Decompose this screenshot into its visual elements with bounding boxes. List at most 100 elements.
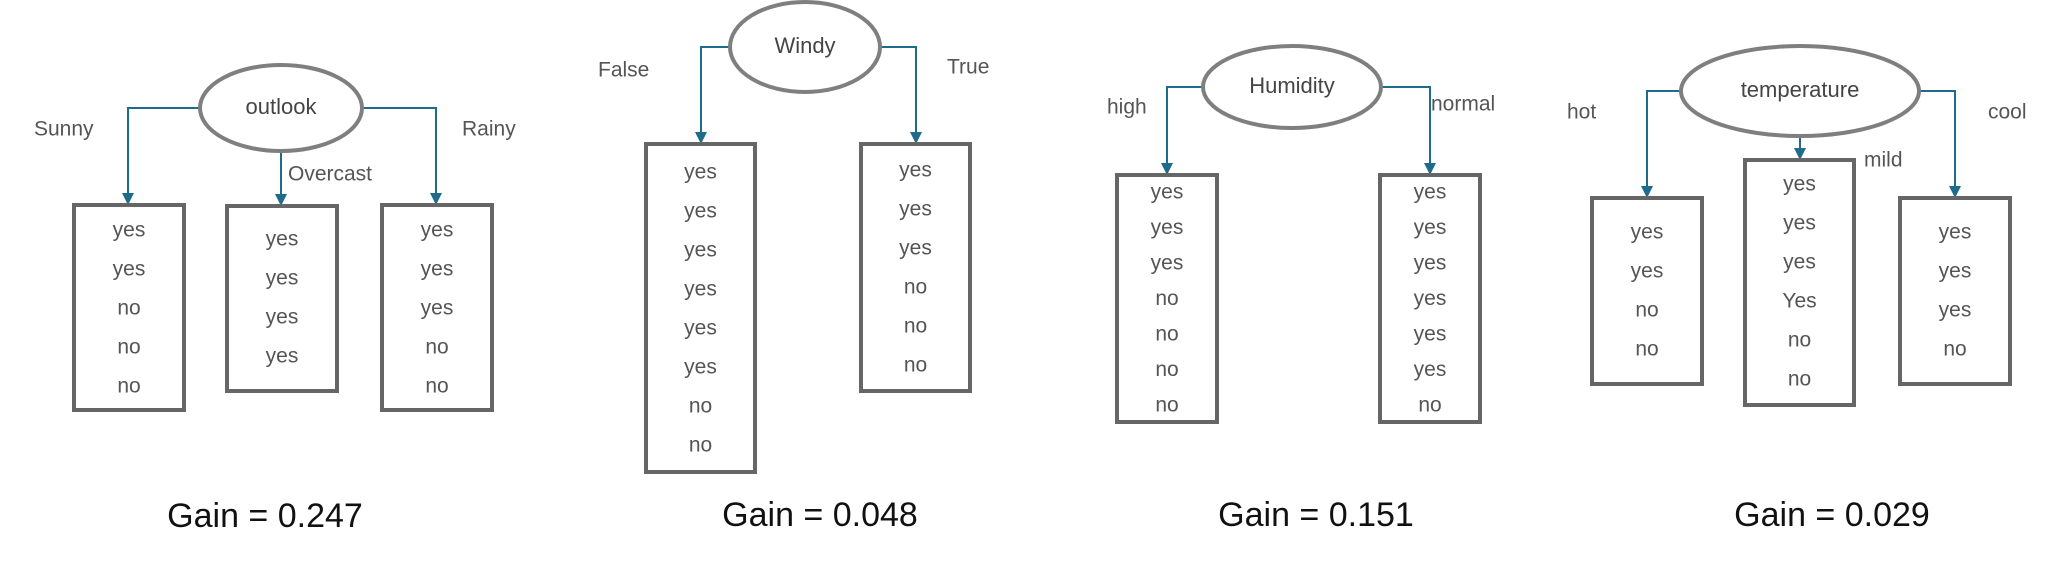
arrowhead-icon (1161, 163, 1173, 175)
leaf-value: yes (421, 258, 454, 281)
leaf-value: yes (684, 278, 717, 301)
branch-label: Overcast (288, 163, 372, 186)
leaf-value: no (1155, 358, 1178, 381)
root-node (1679, 44, 1921, 138)
root-node-label: temperature (1741, 77, 1860, 102)
arrowhead-icon (1949, 186, 1961, 198)
leaf-value: no (425, 375, 448, 398)
branch-label: cool (1988, 101, 2027, 124)
leaf-value: yes (266, 267, 299, 290)
gain-label: Gain = 0.247 (167, 497, 363, 535)
tree-humidity: Humidityhighyesyesyesnononononormalyesye… (1107, 44, 1495, 534)
branch-label: False (598, 59, 649, 82)
leaf-value: yes (684, 356, 717, 379)
branch-edge (362, 107, 437, 196)
leaf-value: yes (266, 345, 299, 368)
leaf-value: no (425, 336, 448, 359)
root-node (1201, 44, 1383, 130)
leaf-value: no (1155, 287, 1178, 310)
leaf-value: yes (1939, 299, 1972, 322)
leaf-value: no (1788, 329, 1811, 352)
branch-edge (1166, 86, 1203, 166)
leaf-value: yes (1939, 260, 1972, 283)
leaf-value: yes (1414, 181, 1447, 204)
leaf-value: yes (266, 306, 299, 329)
leaf-value: yes (1783, 251, 1816, 274)
arrowhead-icon (430, 193, 442, 205)
leaf-value: no (904, 315, 927, 338)
arrowhead-icon (910, 132, 922, 144)
leaf-value: no (904, 354, 927, 377)
leaf-box (72, 203, 186, 412)
leaf-value: no (1155, 394, 1178, 417)
leaf-value: yes (113, 219, 146, 242)
leaf-value: no (1635, 299, 1658, 322)
leaf-value: yes (1151, 216, 1184, 239)
leaf-box (644, 142, 757, 474)
leaf-box (1378, 173, 1482, 424)
root-node-label: outlook (246, 94, 318, 119)
branch-edge (1646, 90, 1681, 189)
gain-label: Gain = 0.048 (722, 496, 918, 534)
leaf-value: yes (1151, 252, 1184, 275)
leaf-value: yes (1414, 216, 1447, 239)
leaf-value: yes (1414, 287, 1447, 310)
leaf-value: yes (1783, 173, 1816, 196)
leaf-value: yes (1151, 181, 1184, 204)
leaf-value: no (1788, 368, 1811, 391)
arrowhead-icon (275, 194, 287, 206)
leaf-box (1115, 173, 1219, 424)
leaf-value: yes (684, 161, 717, 184)
leaf-box (1898, 196, 2012, 386)
leaf-value: yes (1783, 212, 1816, 235)
leaf-value: no (117, 297, 140, 320)
leaf-value: yes (266, 228, 299, 251)
leaf-value: no (904, 276, 927, 299)
arrowhead-icon (122, 193, 134, 205)
branch-edge (1381, 86, 1431, 166)
branch-edge (880, 46, 917, 135)
branch-edge (127, 107, 200, 196)
leaf-value: yes (684, 239, 717, 262)
leaf-box (1590, 196, 1704, 386)
leaf-value: yes (1631, 221, 1664, 244)
leaf-value: yes (1939, 221, 1972, 244)
leaf-value: yes (1414, 358, 1447, 381)
leaf-value: no (1155, 323, 1178, 346)
leaf-value: yes (899, 159, 932, 182)
root-node-label: Windy (774, 33, 835, 58)
arrowhead-icon (695, 132, 707, 144)
tree-windy: WindyFalseyesyesyesyesyesyesnonoTrueyesy… (598, 0, 989, 534)
branch-label: high (1107, 96, 1147, 119)
arrowhead-icon (1424, 163, 1436, 175)
branch-edge (700, 46, 730, 135)
leaf-value: no (1418, 394, 1441, 417)
branch-label: hot (1567, 101, 1596, 124)
branch-label: normal (1431, 93, 1495, 116)
leaf-box (1743, 158, 1856, 407)
leaf-value: yes (1414, 252, 1447, 275)
leaf-value: no (1943, 338, 1966, 361)
leaf-value: yes (899, 237, 932, 260)
arrowhead-icon (1641, 186, 1653, 198)
leaf-value: no (117, 375, 140, 398)
leaf-box (225, 204, 339, 393)
leaf-value: Yes (1782, 290, 1816, 313)
leaf-value: yes (1414, 323, 1447, 346)
leaf-value: no (689, 434, 712, 457)
leaf-value: yes (421, 219, 454, 242)
leaf-value: no (117, 336, 140, 359)
branch-label: mild (1864, 149, 1903, 172)
gain-label: Gain = 0.029 (1734, 496, 1930, 534)
root-node (198, 63, 364, 153)
leaf-value: yes (684, 317, 717, 340)
leaf-box (380, 203, 494, 412)
leaf-box (859, 142, 972, 393)
leaf-value: yes (113, 258, 146, 281)
branch-edge (1919, 90, 1956, 189)
branch-label: Sunny (34, 118, 94, 141)
leaf-value: yes (899, 198, 932, 221)
gain-label: Gain = 0.151 (1218, 496, 1414, 534)
